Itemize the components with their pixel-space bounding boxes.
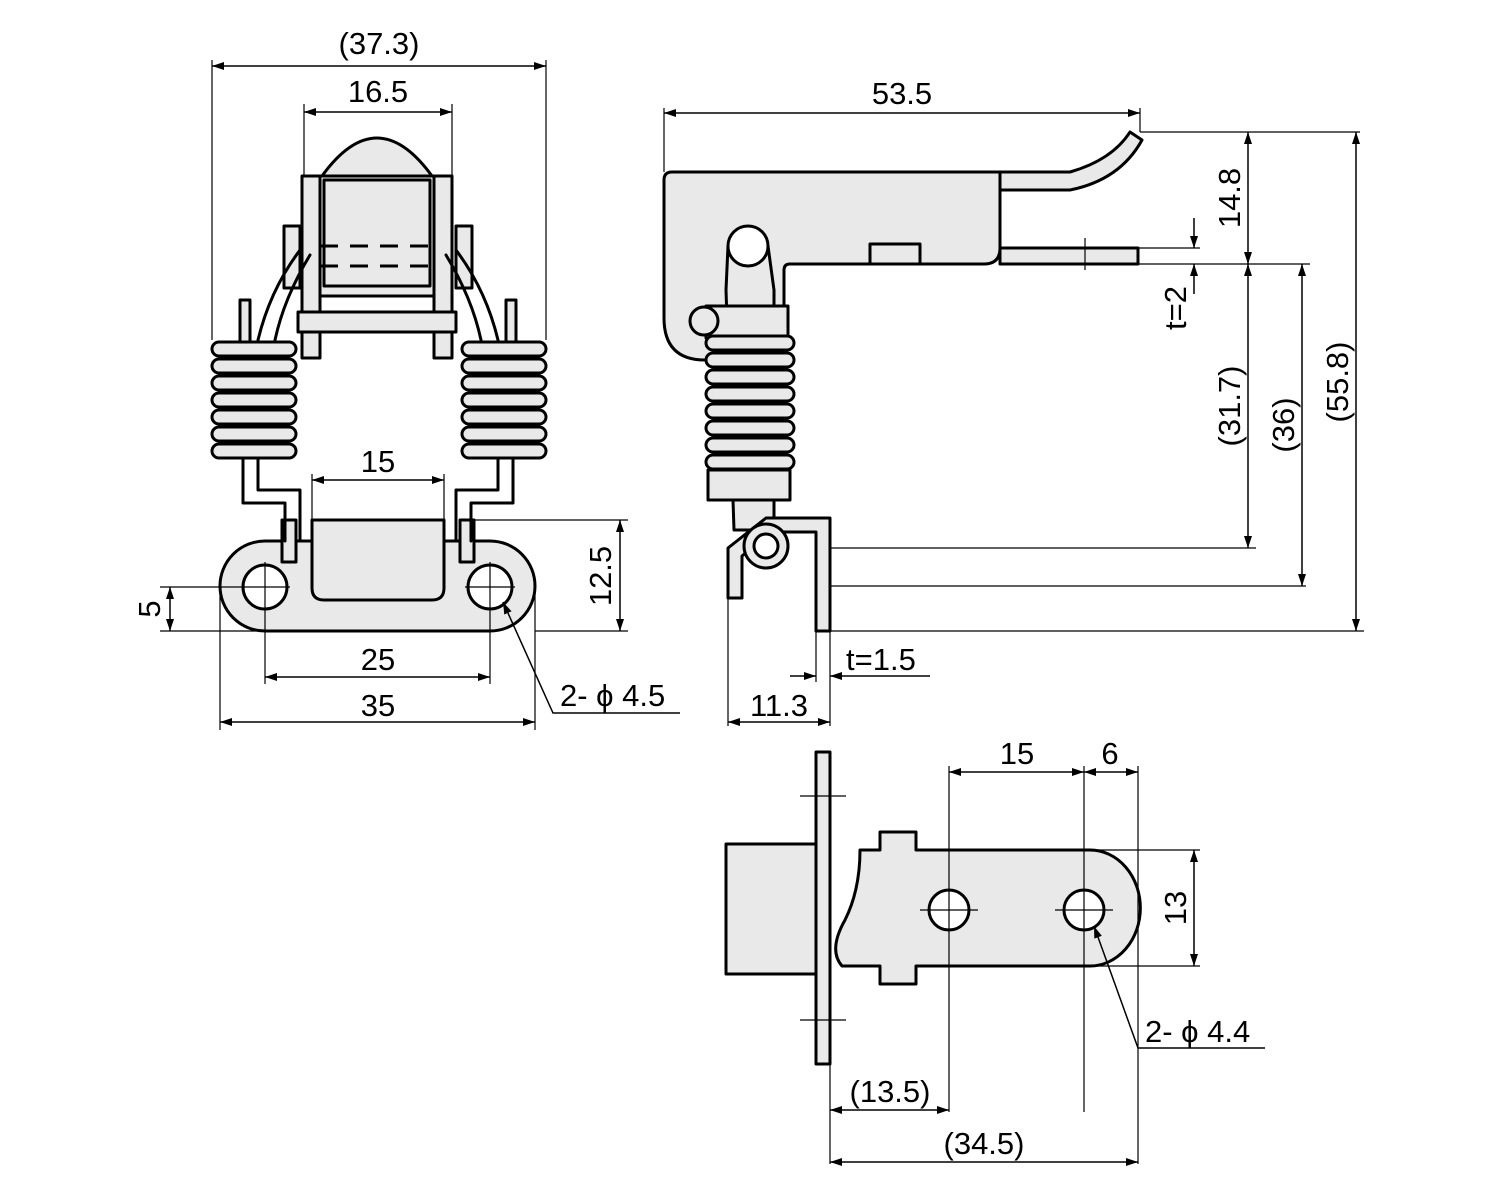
side-view: 53.5 14.8 t=2 (31.7) (36) (55.8) t=1.5 1… [662, 76, 1364, 726]
dim-keeper-total: (34.5) [944, 1126, 1025, 1161]
hole-center-marks [240, 562, 515, 612]
side-spring-guide [706, 468, 792, 502]
dim-catch-width: 15 [361, 444, 395, 479]
keeper-tongue [834, 830, 1142, 986]
dim-top-width: 16.5 [348, 74, 408, 109]
pivot-bar [296, 310, 458, 334]
dim-holes-keeper: 2- ϕ 4.4 [1145, 1014, 1250, 1049]
dim-height-a: (31.7) [1212, 366, 1247, 447]
dim-keeper-pitch: 15 [1000, 736, 1034, 771]
front-view: (37.3) 16.5 15 12.5 5 25 35 2- ϕ 4.5 [132, 26, 680, 730]
dim-hole-offset: 5 [132, 600, 167, 617]
dim-lever-height: 14.8 [1212, 168, 1247, 228]
dim-base-height: 12.5 [583, 546, 618, 606]
hook-dome [320, 136, 434, 178]
keeper-body [724, 842, 820, 976]
dim-base-width: 35 [361, 688, 395, 723]
coil-spring-right [460, 340, 548, 460]
side-pin-bump [868, 242, 922, 266]
dim-overall-width: (37.3) [339, 26, 420, 61]
side-coil-spring [704, 334, 796, 471]
coil-spring-left [210, 340, 298, 460]
dim-height-total: (55.8) [1320, 342, 1355, 423]
dim-keeper-width: 13 [1158, 891, 1193, 925]
dim-bracket-thickness: t=1.5 [846, 642, 916, 677]
keeper-flange [814, 750, 832, 1066]
side-pivot-bottom-inner [752, 532, 780, 560]
spring-leg-right [454, 456, 515, 543]
dim-length: 53.5 [872, 76, 932, 111]
dim-bracket-depth: 11.3 [750, 688, 808, 723]
dim-keeper-offset: (13.5) [850, 1074, 931, 1109]
dim-keeper-end: 6 [1101, 736, 1118, 771]
side-pin [688, 305, 720, 337]
spring-leg-left [241, 456, 302, 543]
lever-inner-panel [322, 178, 432, 288]
keeper-view: 15 6 13 2- ϕ 4.4 (13.5) (34.5) [724, 736, 1265, 1166]
spring-wire-right [444, 248, 500, 342]
dim-plate-thickness: t=2 [1158, 286, 1193, 330]
catch-block [310, 518, 446, 602]
dim-height-b: (36) [1266, 397, 1301, 452]
dashed-hidden-pin [320, 244, 434, 268]
dim-hole-pitch: 25 [361, 642, 395, 677]
side-plate [998, 246, 1140, 266]
spring-wire-left [256, 248, 312, 342]
side-hook [998, 130, 1144, 192]
side-pivot-top [726, 224, 770, 268]
dim-holes-front: 2- ϕ 4.5 [560, 678, 665, 713]
